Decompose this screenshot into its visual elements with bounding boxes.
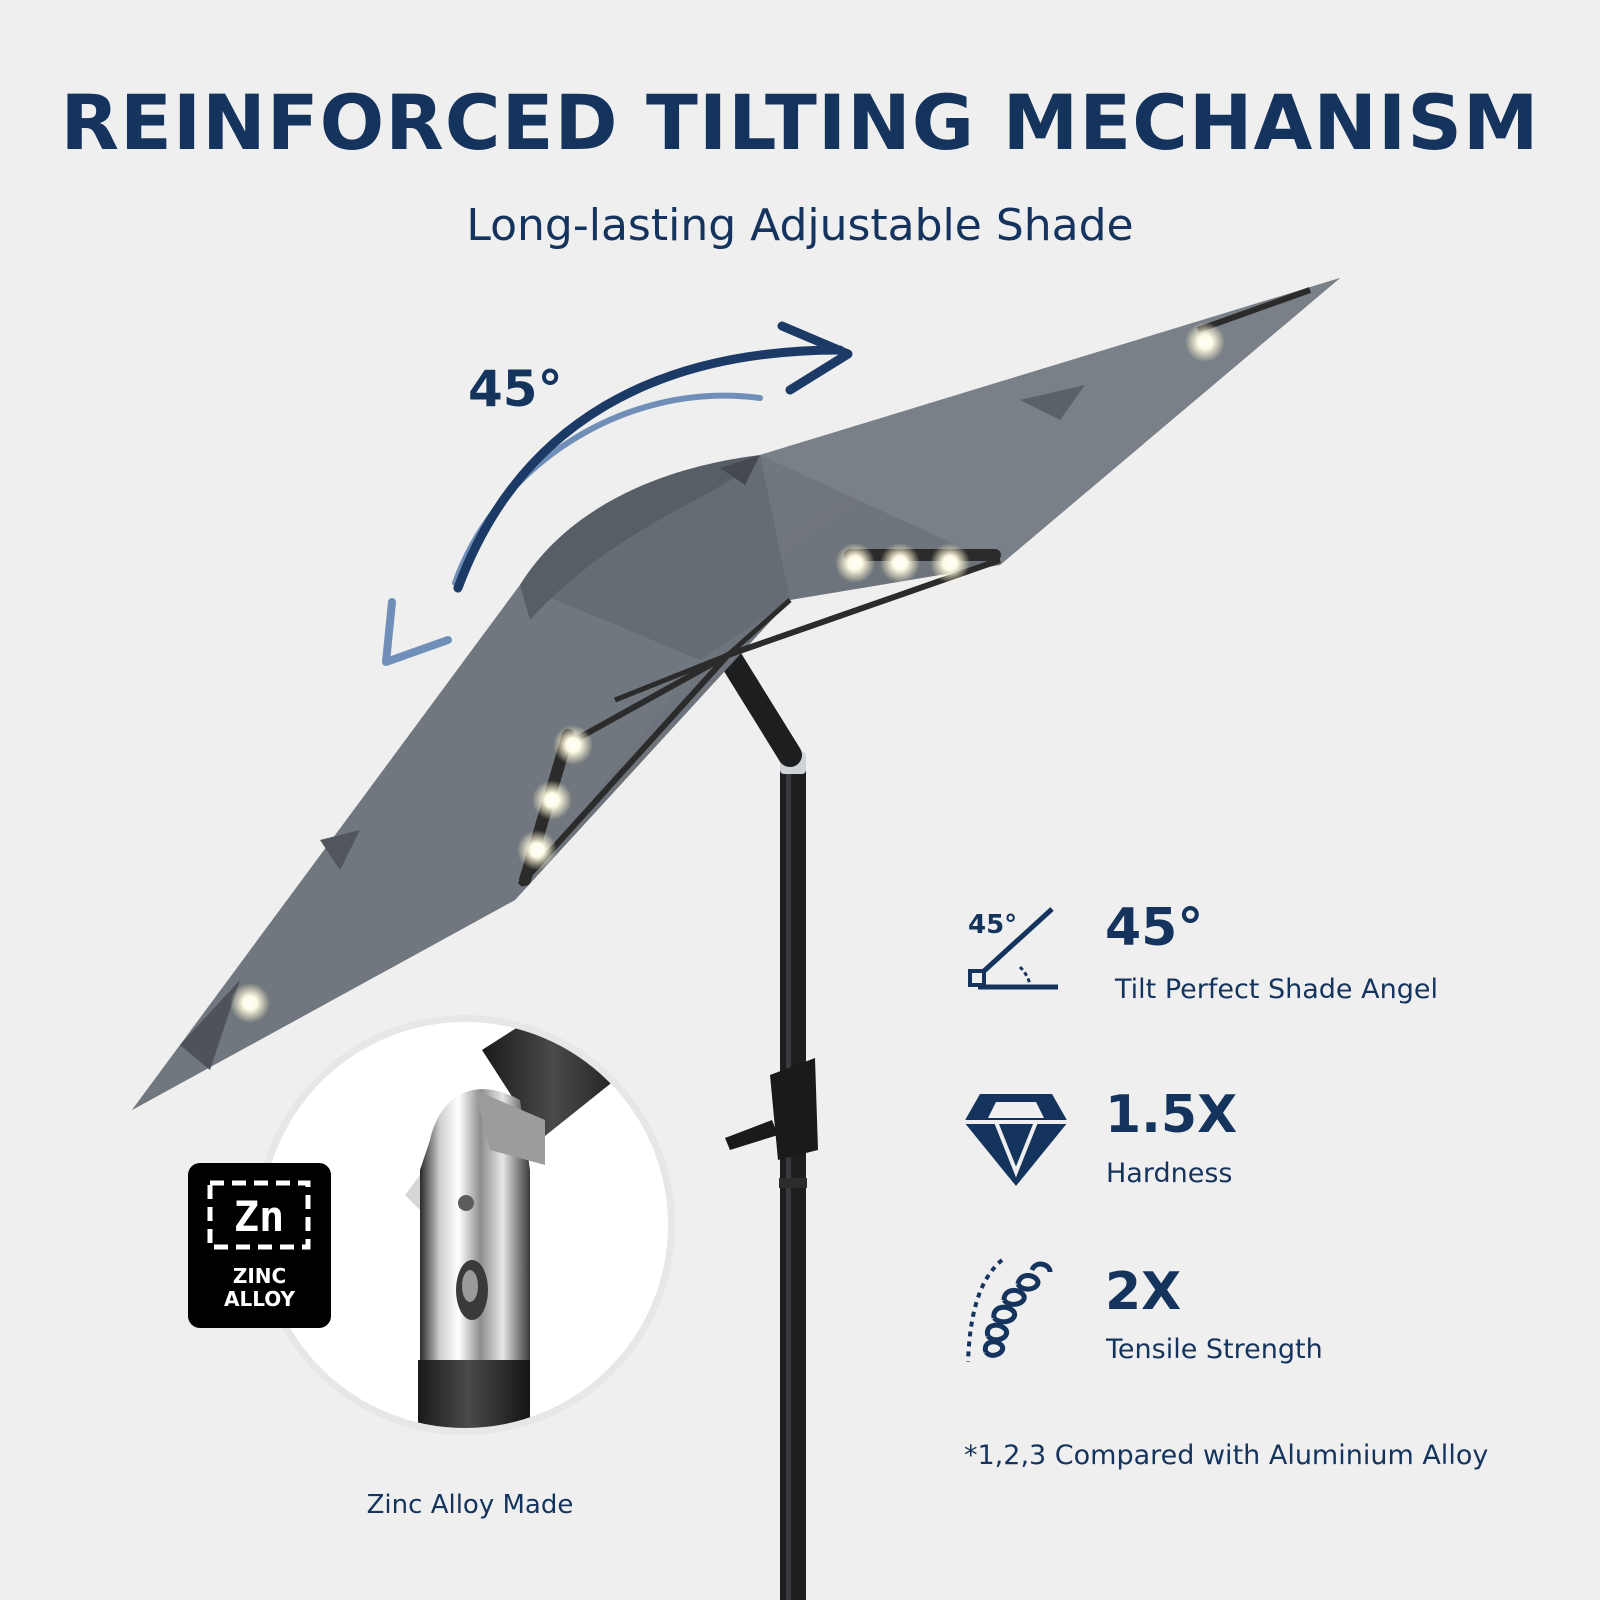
zinc-element-icon: Zn xyxy=(207,1180,311,1250)
diamond-icon xyxy=(964,1094,1068,1186)
zinc-symbol: Zn xyxy=(234,1192,285,1241)
zinc-alloy-zoom xyxy=(255,1015,675,1435)
feature-tensile-value: 2X xyxy=(1105,1262,1182,1322)
zinc-alloy-caption: Zinc Alloy Made xyxy=(366,1490,574,1520)
tilt-angle-icon: 45° xyxy=(968,907,1058,990)
feature-hardness-description: Hardness xyxy=(1106,1158,1233,1189)
feature-tilt-description: Tilt Perfect Shade Angel xyxy=(1115,974,1438,1005)
umbrella-pole xyxy=(713,638,818,1600)
feature-hardness-value: 1.5X xyxy=(1105,1085,1238,1145)
page-subtitle: Long-lasting Adjustable Shade xyxy=(466,200,1134,251)
badge-line-2: ALLOY xyxy=(223,1287,296,1311)
badge-line-1: ZINC xyxy=(232,1264,287,1288)
spring-icon xyxy=(966,1258,1053,1363)
page-title: REINFORCED TILTING MECHANISM xyxy=(60,78,1540,167)
feature-tensile-description: Tensile Strength xyxy=(1106,1334,1323,1365)
tilt-angle-icon-text: 45° xyxy=(968,910,1017,940)
led-lights xyxy=(230,322,1225,1023)
badge-text: ZINC ALLOY xyxy=(188,1265,331,1311)
zinc-alloy-badge: Zn ZINC ALLOY xyxy=(188,1163,331,1328)
tilt-angle-label: 45° xyxy=(468,360,563,418)
tilt-arrow xyxy=(382,321,853,666)
footnote: *1,2,3 Compared with Aluminium Alloy xyxy=(964,1440,1489,1471)
feature-tilt-value: 45° xyxy=(1105,898,1204,958)
